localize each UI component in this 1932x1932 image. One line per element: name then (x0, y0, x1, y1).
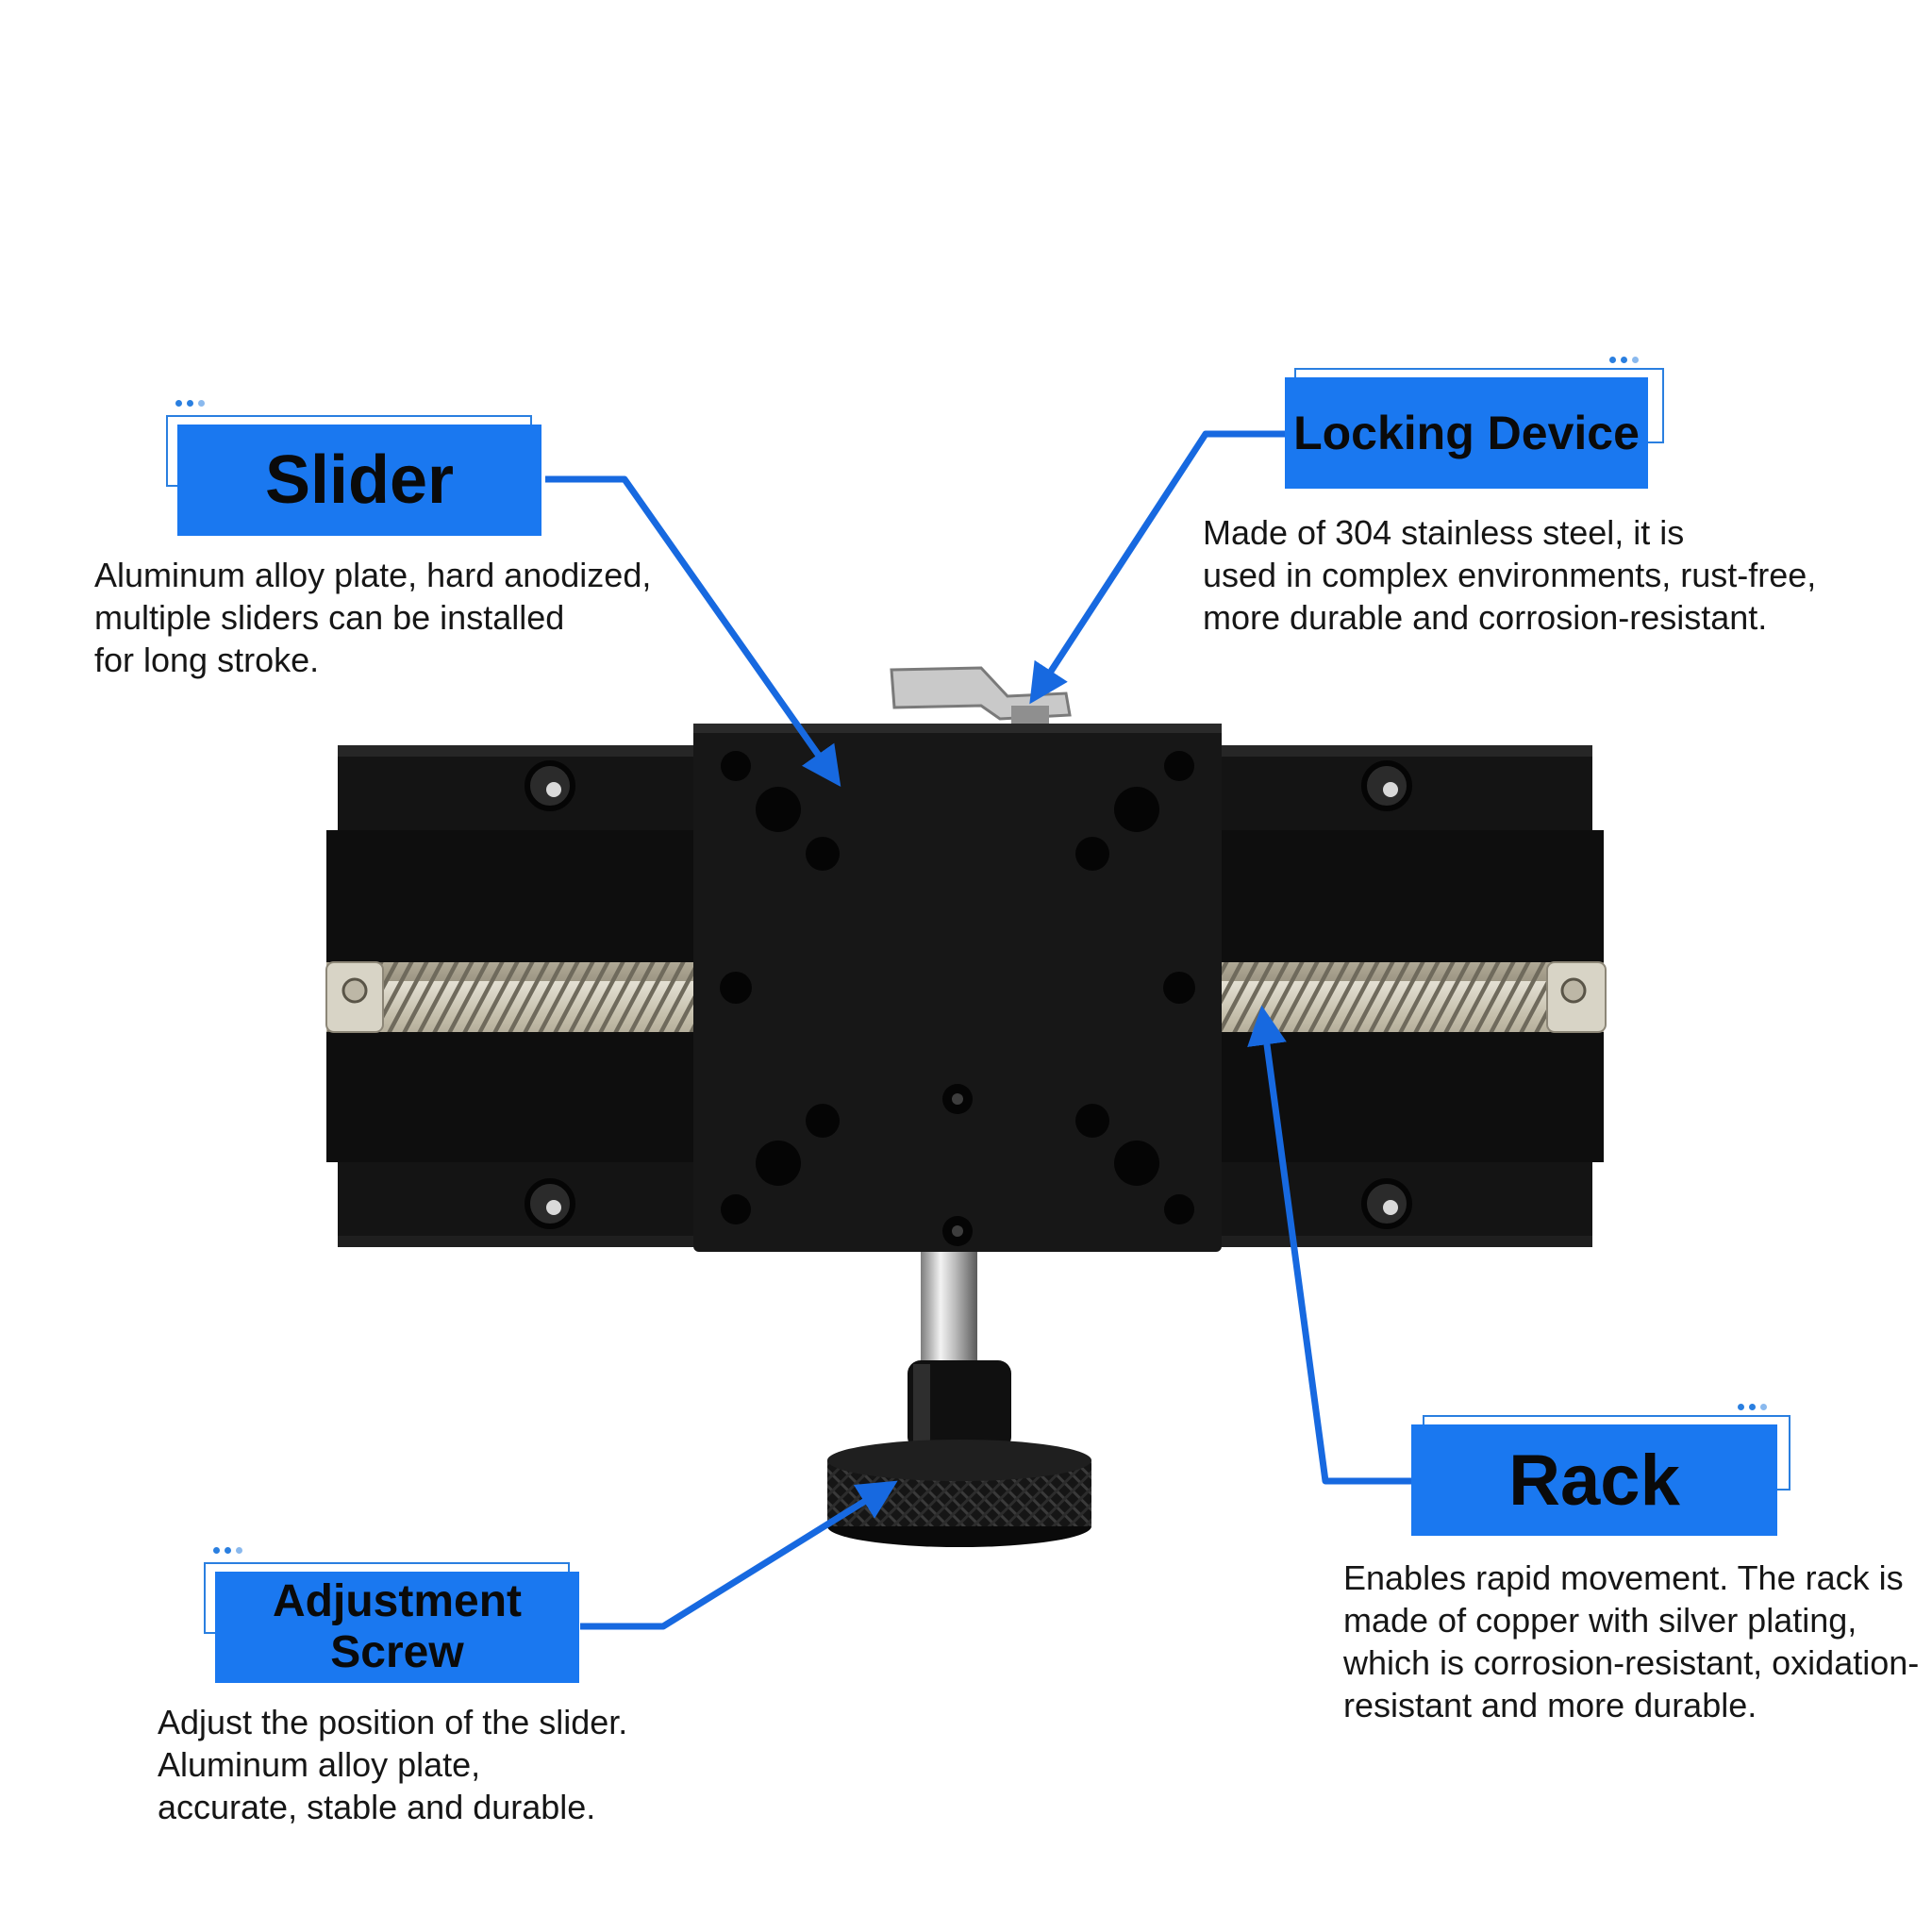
slider-plate (693, 724, 1222, 1252)
locking-device-title: Locking Device (1293, 407, 1640, 459)
locking-device-label: Locking Device (1285, 355, 1664, 494)
adjustment-screw-label: Adjustment Screw (204, 1547, 581, 1687)
decorative-dots (1609, 357, 1639, 363)
arrow-rack (1247, 1005, 1411, 1485)
rack-strip-left (325, 961, 694, 1033)
adjustment-screw-description: Adjust the position of the slider. Alumi… (158, 1703, 628, 1826)
adjustment-screw-title-line1: Adjustment (273, 1576, 522, 1626)
locking-lever (890, 666, 1072, 726)
arrow-slider (545, 475, 841, 788)
rack-title: Rack (1508, 1440, 1680, 1521)
slider-label: Slider (166, 400, 543, 538)
slider-description: Aluminum alloy plate, hard anodized, mul… (94, 556, 652, 679)
slider-title: Slider (264, 442, 455, 518)
adjustment-shaft (908, 1252, 1011, 1450)
arrow-adjustment-screw (580, 1480, 898, 1630)
rack-label: Rack (1411, 1402, 1790, 1541)
decorative-dots (175, 400, 205, 407)
arrow-locking-device (1029, 430, 1285, 705)
locking-device-description: Made of 304 stainless steel, it is used … (1203, 513, 1817, 637)
adjustment-knob (827, 1440, 1091, 1547)
adjustment-screw-title-line2: Screw (330, 1627, 464, 1677)
decorative-dots (213, 1547, 242, 1554)
rack-strip-right (1222, 961, 1607, 1033)
decorative-dots (1738, 1404, 1767, 1410)
rack-description: Enables rapid movement. The rack is made… (1343, 1558, 1920, 1724)
